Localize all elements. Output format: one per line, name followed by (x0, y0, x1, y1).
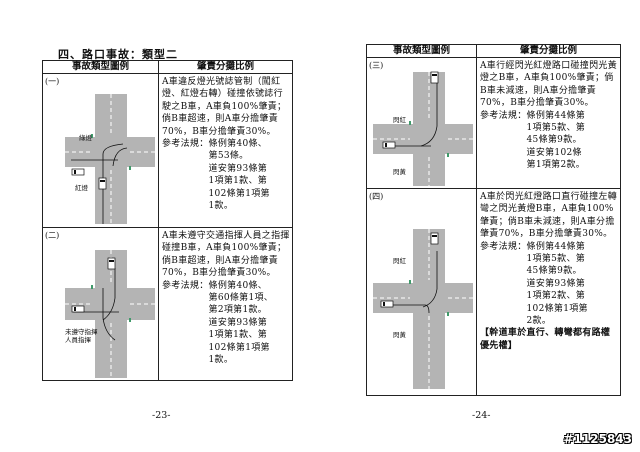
ratio-cell: A車未遵守交通指揮人員之指揮碰撞B車，A車負100%肇責；倘B車超速，則A車分擔… (158, 227, 293, 381)
right-of-way-note: 【幹道車於直行、轉彎都有路權優先權】 (480, 328, 611, 351)
label-not-following: 未遵守指揮 (65, 327, 98, 336)
page-number-right: -24- (472, 410, 491, 421)
watermark: #1125843 (563, 432, 632, 446)
ratio-text: A車於閃光紅燈路口直行碰撞左轉彎之閃光黃燈B車，A車負100%肇責；倘B車未減速… (480, 192, 618, 240)
label-flashing-yellow: 閃黃 (393, 330, 407, 339)
ref-list: 條例第44條第 1項第5款、第 45條第9款。 道安第93條第 1項第2款、第 … (526, 241, 588, 327)
case-badge: (一) (45, 77, 60, 86)
table-row: (一) 綠燈 紅燈 A車違反燈光號誌管 (42, 73, 293, 228)
label-flashing-yellow: 閃黃 (393, 167, 407, 176)
header-ratio: 肇責分攤比例 (476, 44, 621, 58)
section-title: 四、路口事故：類型二 (58, 48, 178, 61)
ref-label: 參考法規： (162, 280, 209, 291)
ref-label: 參考法規： (162, 139, 209, 150)
label-traffic-officer: 人員指揮 (65, 335, 92, 344)
case-badge: (二) (45, 231, 60, 240)
ratio-text: A車行經閃光紅燈路口碰撞閃光黃燈之B車，A車負100%肇責；倘B車未減速，則A車… (480, 61, 618, 109)
header-diagram: 事故類型圖例 (366, 44, 477, 58)
ratio-cell: A車於閃光紅燈路口直行碰撞左轉彎之閃光黃燈B車，A車負100%肇責；倘B車未減速… (476, 188, 621, 396)
intersection-diagram: 閃紅 閃黃 (373, 229, 473, 389)
header-ratio: 肇責分攤比例 (158, 60, 293, 74)
ratio-text: A車未遵守交通指揮人員之指揮碰撞B車，A車負100%肇責；倘B車超速，則A車分擔… (162, 231, 290, 279)
diagram-cell: (三) 閃紅 閃黃 (366, 57, 477, 189)
diagram-cell: (四) 閃紅 閃黃 (366, 188, 477, 396)
ratio-cell: A車違反燈光號誌管制（闖紅燈、紅燈右轉）碰撞依號誌行駛之B車，A車負100%肇責… (158, 73, 293, 228)
case-badge: (四) (369, 192, 384, 201)
intersection-diagram: 未遵守指揮 人員指揮 (65, 250, 155, 378)
ref-label: 參考法規： (480, 241, 527, 252)
accident-table-left: 事故類型圖例 肇責分攤比例 (一) 綠燈 (42, 60, 293, 381)
table-row: (二) 未遵守指揮 人員指揮 A車未遵 (42, 227, 293, 381)
ref-label: 參考法規： (480, 110, 527, 121)
diagram-cell: (一) 綠燈 紅燈 (42, 73, 159, 228)
ref-list: 條例第40條、 第53條。 道安第93條第 1項第1款、第 102條第1項第 1… (208, 139, 270, 212)
ratio-cell: A車行經閃光紅燈路口碰撞閃光黃燈之B車，A車負100%肇責；倘B車未減速，則A車… (476, 57, 621, 189)
table-row: (四) 閃紅 閃黃 A車於閃光紅燈路口直行碰撞左轉彎之閃 (366, 188, 621, 396)
accident-table-right: 事故類型圖例 肇責分攤比例 (三) 閃紅 閃黃 (366, 44, 621, 396)
ref-list: 條例第44條第 1項第5款、第 45條第9款。 道安第102條 第1項第2款。 (526, 110, 586, 171)
table-header: 事故類型圖例 肇責分攤比例 (42, 60, 293, 74)
case-badge: (三) (369, 61, 384, 70)
table-header: 事故類型圖例 肇責分攤比例 (366, 44, 621, 58)
label-red-light: 紅燈 (75, 183, 89, 192)
header-diagram: 事故類型圖例 (42, 60, 159, 74)
label-flashing-red: 閃紅 (393, 115, 407, 124)
ref-list: 條例第40條、 第60條第1項、 第2項第1款。 道安第93條第 1項第1款、第… (208, 280, 274, 366)
intersection-diagram: 閃紅 閃黃 (373, 71, 473, 186)
label-flashing-red: 閃紅 (393, 256, 407, 265)
page-number-left: -23- (152, 410, 171, 421)
table-row: (三) 閃紅 閃黃 A車行經閃光紅燈路口碰撞閃光黃燈之B (366, 57, 621, 189)
label-green-light: 綠燈 (79, 133, 93, 142)
diagram-cell: (二) 未遵守指揮 人員指揮 (42, 227, 159, 381)
intersection-diagram: 綠燈 紅燈 (65, 94, 155, 224)
ratio-text: A車違反燈光號誌管制（闖紅燈、紅燈右轉）碰撞依號誌行駛之B車，A車負100%肇責… (162, 77, 287, 137)
